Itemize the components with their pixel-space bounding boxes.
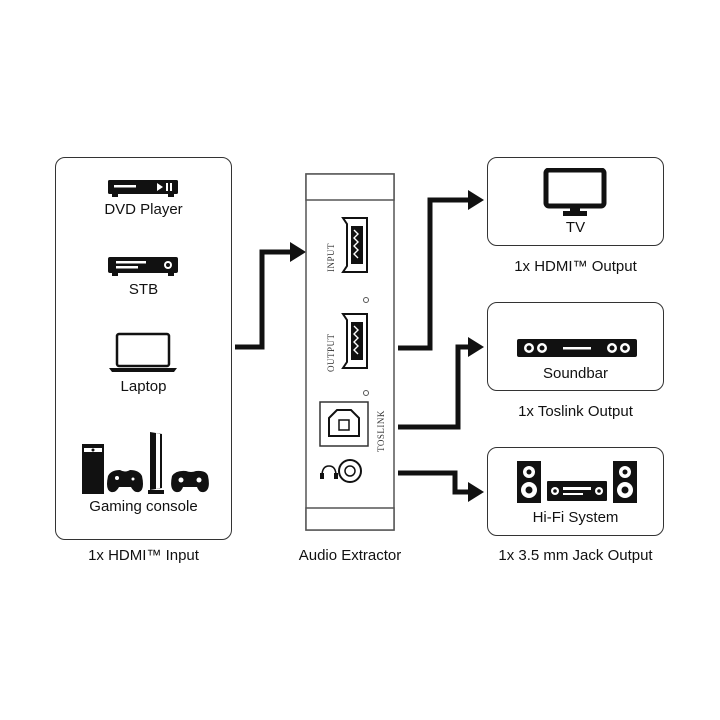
soundbar-icon — [517, 339, 637, 357]
extractor-caption: Audio Extractor — [298, 547, 402, 564]
arrow-to-tv — [398, 197, 470, 351]
hdmi-input-port-icon — [341, 217, 368, 273]
hdmi-output-port-icon — [341, 313, 368, 369]
device-label-dvd-player: DVD Player — [104, 201, 183, 218]
output-caption-jack: 1x 3.5 mm Jack Output — [498, 547, 653, 564]
laptop-icon — [109, 332, 177, 372]
output-caption-hdmi: 1x HDMI™ Output — [514, 258, 637, 275]
gaming-console-icon — [82, 432, 209, 494]
output-label-soundbar: Soundbar — [542, 365, 609, 382]
device-label-gaming-console: Gaming console — [89, 498, 198, 515]
set-top-box-icon — [108, 257, 178, 276]
hifi-system-icon — [517, 461, 637, 503]
tv-icon — [543, 168, 607, 216]
audio-jack-port-icon — [320, 459, 362, 483]
arrow-to-hifi — [398, 470, 470, 495]
device-label-laptop: Laptop — [120, 378, 167, 395]
arrow-to-soundbar — [398, 344, 470, 430]
device-label-stb: STB — [128, 281, 159, 298]
audio-extractor-device — [305, 173, 395, 531]
output-caption-toslink: 1x Toslink Output — [518, 403, 633, 420]
input-panel-caption: 1x HDMI™ Input — [88, 547, 199, 564]
output-label-hifi-system: Hi-Fi System — [532, 509, 619, 526]
arrow-input-to-extractor — [235, 249, 292, 350]
dvd-player-icon — [108, 180, 178, 197]
toslink-port-icon — [319, 401, 369, 447]
output-label-tv: TV — [565, 219, 586, 236]
